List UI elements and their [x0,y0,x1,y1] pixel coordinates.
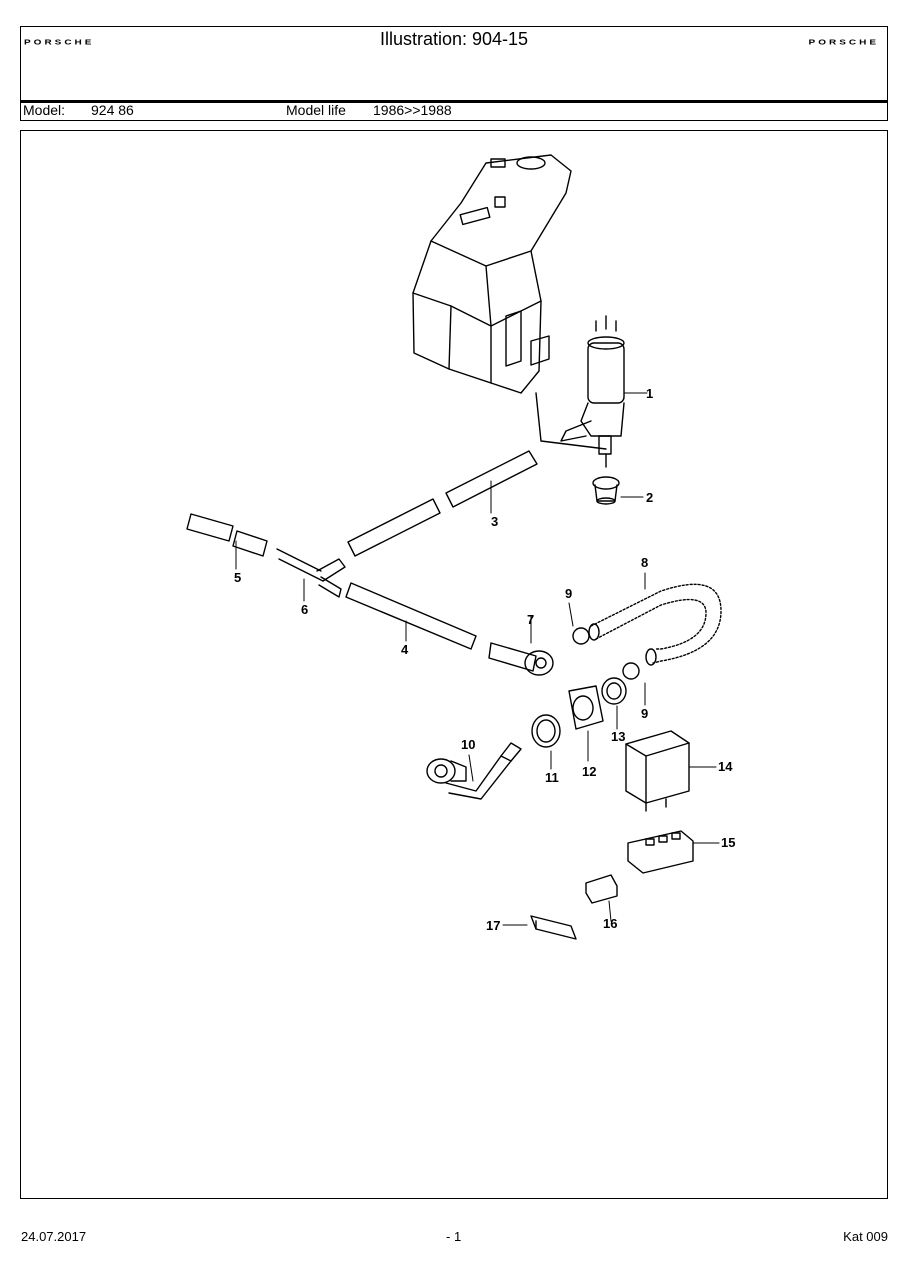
callout-12: 12 [582,764,596,779]
tube-5-drawing [186,513,268,557]
washer-pump-drawing [560,315,625,468]
terminal-drawing [530,915,577,940]
washer-reservoir-drawing [412,154,607,450]
callout-2: 2 [646,490,653,505]
callout-14: 14 [718,759,733,774]
callout-8: 8 [641,555,648,570]
nozzle-drawing [488,642,554,676]
callout-3: 3 [491,514,498,529]
brand-logo-left: PORSCHE [24,38,95,47]
brand-logo-right: PORSCHE [808,38,879,47]
relay-socket-drawing [627,830,694,874]
hose-4-drawing [345,582,477,650]
hose-8-drawing [590,583,722,664]
page-title: Illustration: 904-15 [379,29,529,49]
grommet-drawing [592,476,620,505]
callout-10: 10 [461,737,475,752]
t-connector-drawing [276,548,346,598]
header-divider [21,100,887,103]
part-callouts: 1 2 3 4 5 6 7 8 9 9 10 11 12 13 14 15 16… [234,386,735,933]
callout-4: 4 [401,642,409,657]
model-label: Model: [23,102,66,118]
callout-11: 11 [545,770,559,785]
seal-rings-drawing [531,677,627,748]
callout-5: 5 [234,570,241,585]
model-life-value: 1986>>1988 [373,102,452,118]
headlight-nozzle-drawing [426,742,522,800]
relay-drawing [625,730,690,812]
exploded-diagram: 1 2 3 4 5 6 7 8 9 9 10 11 12 13 14 15 16… [20,130,888,1199]
callout-15: 15 [721,835,735,850]
model-life-label: Model life [286,102,346,118]
callout-6: 6 [301,602,308,617]
hose-3-drawing [347,450,538,557]
callout-16: 16 [603,916,617,931]
callout-1: 1 [646,386,653,401]
callout-7: 7 [527,612,534,627]
leader-lines [235,392,720,926]
header-box: PORSCHE Illustration: 904-15 PORSCHE Mod… [20,26,888,121]
callout-9a: 9 [565,586,572,601]
footer-date: 24.07.2017 [21,1229,87,1244]
model-value: 924 86 [91,102,134,118]
footer-catalog: Kat 009 [843,1229,888,1244]
footer-page-number: - 1 [446,1229,462,1244]
callout-17: 17 [486,918,500,933]
callout-9b: 9 [641,706,648,721]
callout-13: 13 [611,729,625,744]
connector-drawing [585,874,618,904]
hose-clamps-drawing [572,627,640,680]
parts-illustration: 1 2 3 4 5 6 7 8 9 9 10 11 12 13 14 15 16… [186,154,735,940]
